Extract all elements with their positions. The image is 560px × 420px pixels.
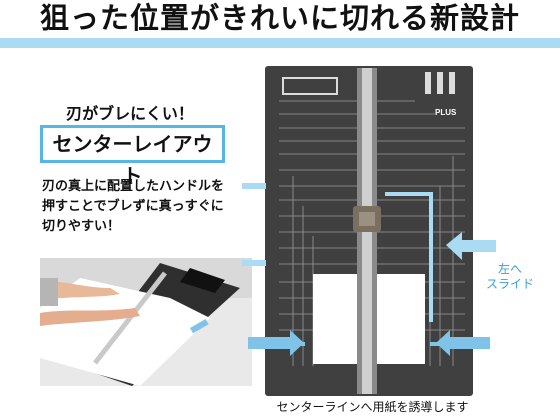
brand-logo: PLUS (435, 108, 457, 117)
headline: 狙った位置がきれいに切れる新設計 (39, 1, 520, 35)
slide-label: 左へ スライド (470, 262, 550, 292)
description-line: 刃の真上に配置したハンドルを (42, 179, 225, 194)
left-arrow-icon (242, 183, 266, 266)
subheading: 刃がブレにくい！ (66, 104, 194, 123)
description: 刃の真上に配置したハンドルを 押すことでブレずに真っすぐに 切りやすい！ (42, 177, 262, 237)
center-layout-badge: センターレイアウト (40, 125, 225, 188)
description-line: 押すことでブレずに真っすぐに (42, 199, 224, 214)
slide-label-line: スライド (485, 277, 534, 291)
paper-trimmer (265, 66, 473, 396)
slide-arrow-icon (446, 232, 496, 260)
caption: センターラインへ用紙を誘導します (276, 400, 469, 414)
accent-bar (0, 38, 560, 48)
usage-photo (40, 258, 252, 386)
slide-label-line: 左へ (497, 262, 522, 276)
description-line: 切りやすい！ (42, 219, 121, 234)
bottom-arrow-icon (248, 330, 490, 356)
